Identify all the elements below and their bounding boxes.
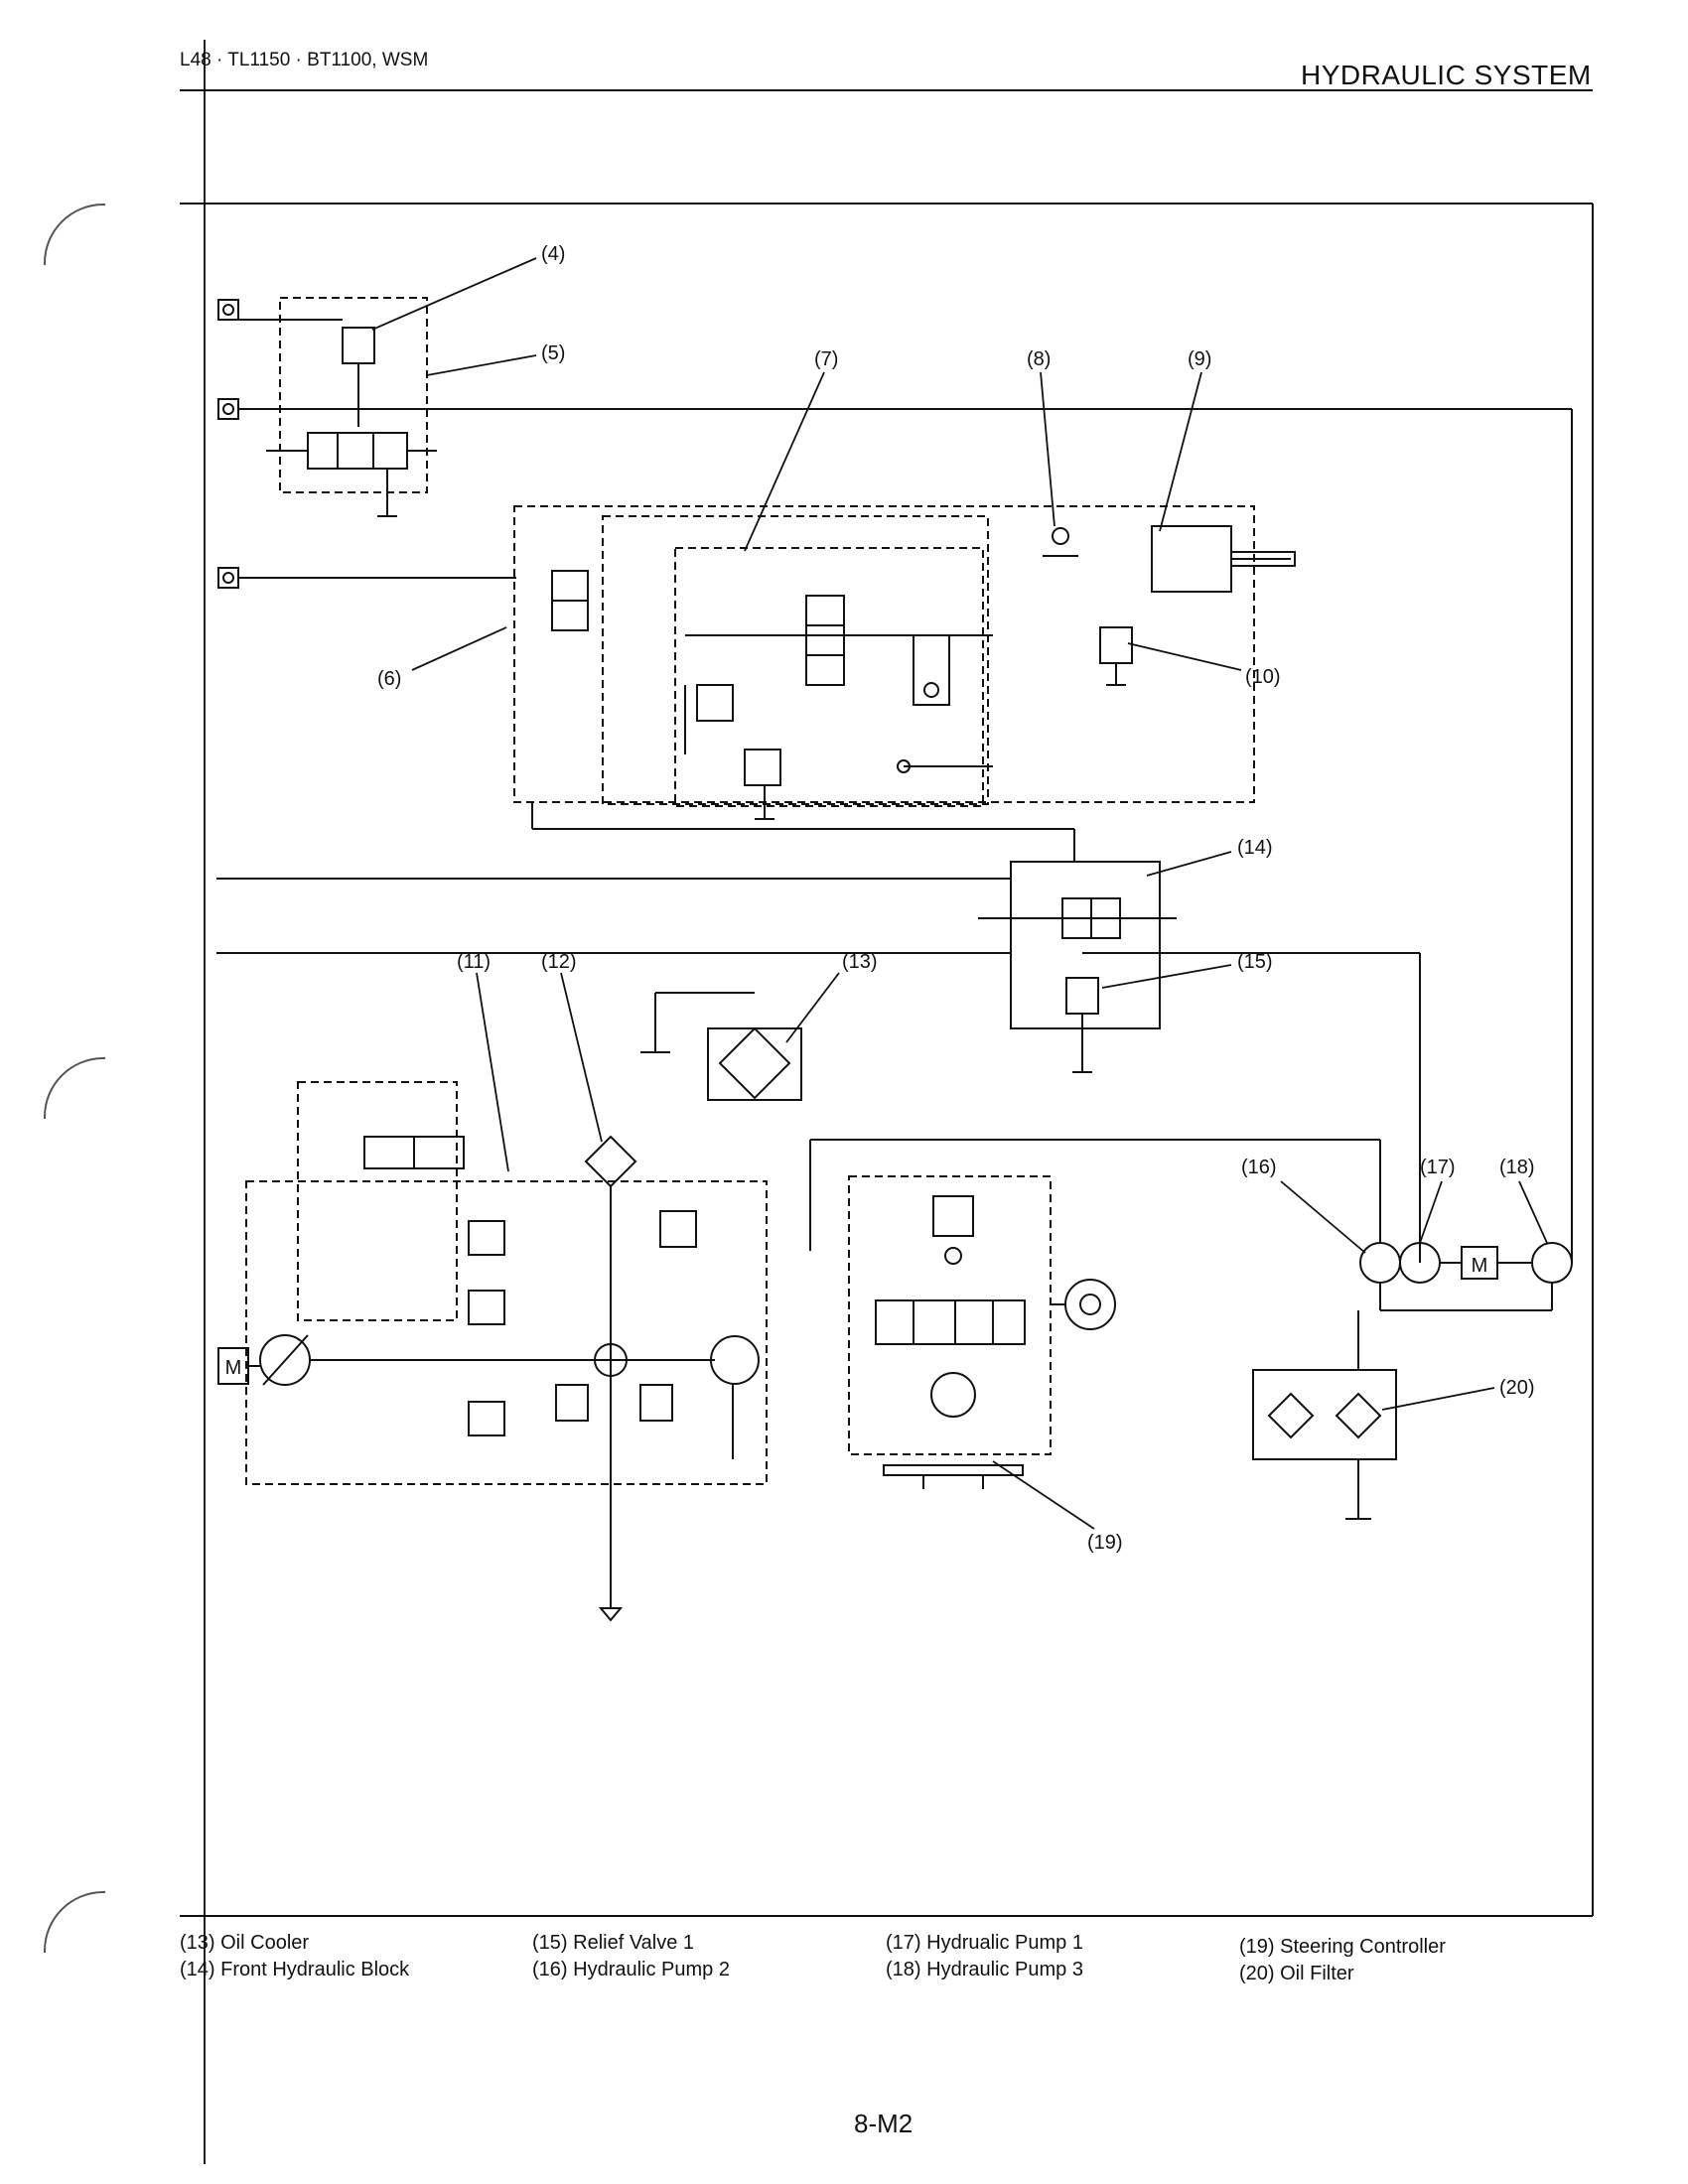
callout-18: (18) — [1499, 1157, 1535, 1178]
header-rule — [180, 89, 1593, 91]
diagram-frame — [180, 203, 1594, 1917]
callout-5: (5) — [541, 342, 565, 364]
pump-motor-label: M — [1472, 1255, 1488, 1277]
callout-7: (7) — [814, 348, 838, 370]
callout-10: (10) — [1245, 666, 1281, 688]
legend-item: (19) Steering Controller — [1239, 1936, 1446, 1958]
loader-control-block — [238, 505, 1296, 862]
callout-9: (9) — [1188, 348, 1211, 370]
legend-item: (14) Front Hydraulic Block — [180, 1959, 410, 1980]
callout-15: (15) — [1237, 951, 1273, 973]
legend-col-2: (15) Relief Valve 1 (16) Hydraulic Pump … — [532, 1930, 730, 1983]
legend-col-4: (19) Steering Controller (20) Oil Filter — [1239, 1934, 1446, 1987]
callout-11: (11) — [457, 951, 491, 973]
callout-13: (13) — [842, 951, 878, 973]
legend-item: (16) Hydraulic Pump 2 — [532, 1959, 730, 1980]
steering-controller — [809, 1139, 1380, 1489]
legend-item: (13) Oil Cooler — [180, 1932, 310, 1954]
section-title: HYDRAULIC SYSTEM — [1301, 60, 1592, 90]
legend-col-1: (13) Oil Cooler (14) Front Hydraulic Blo… — [180, 1930, 409, 1983]
legend-item: (17) Hydrualic Pump 1 — [886, 1932, 1083, 1954]
callout-6: (6) — [377, 668, 401, 690]
legend-item: (20) Oil Filter — [1239, 1963, 1354, 1984]
front-hydraulic-block — [216, 861, 1421, 1263]
legend-item: (18) Hydraulic Pump 3 — [886, 1959, 1083, 1980]
main-pump-valve-block: M — [217, 1081, 768, 1622]
pump-group: M — [1359, 1140, 1573, 1311]
callout-8: (8) — [1027, 348, 1051, 370]
callout-20: (20) — [1499, 1377, 1535, 1399]
oil-filter — [1252, 1310, 1397, 1520]
callout-17: (17) — [1420, 1157, 1456, 1178]
strainer — [584, 1135, 637, 1489]
callout-14: (14) — [1237, 837, 1273, 859]
binder-margin-line — [204, 40, 206, 2164]
lift-control-valve — [217, 297, 1573, 1263]
legend-col-3: (17) Hydrualic Pump 1 (18) Hydraulic Pum… — [886, 1930, 1083, 1983]
oil-cooler — [640, 992, 802, 1101]
manual-title: L48 · TL1150 · BT1100, WSM — [180, 50, 429, 70]
callout-leaders — [371, 257, 1548, 1530]
engine-motor-label: M — [225, 1357, 242, 1379]
callout-12: (12) — [541, 951, 577, 973]
legend-item: (15) Relief Valve 1 — [532, 1932, 695, 1954]
page-number: 8-M2 — [854, 2109, 914, 2138]
callout-4: (4) — [541, 243, 565, 265]
callout-16: (16) — [1241, 1157, 1277, 1178]
callout-19: (19) — [1087, 1532, 1123, 1554]
